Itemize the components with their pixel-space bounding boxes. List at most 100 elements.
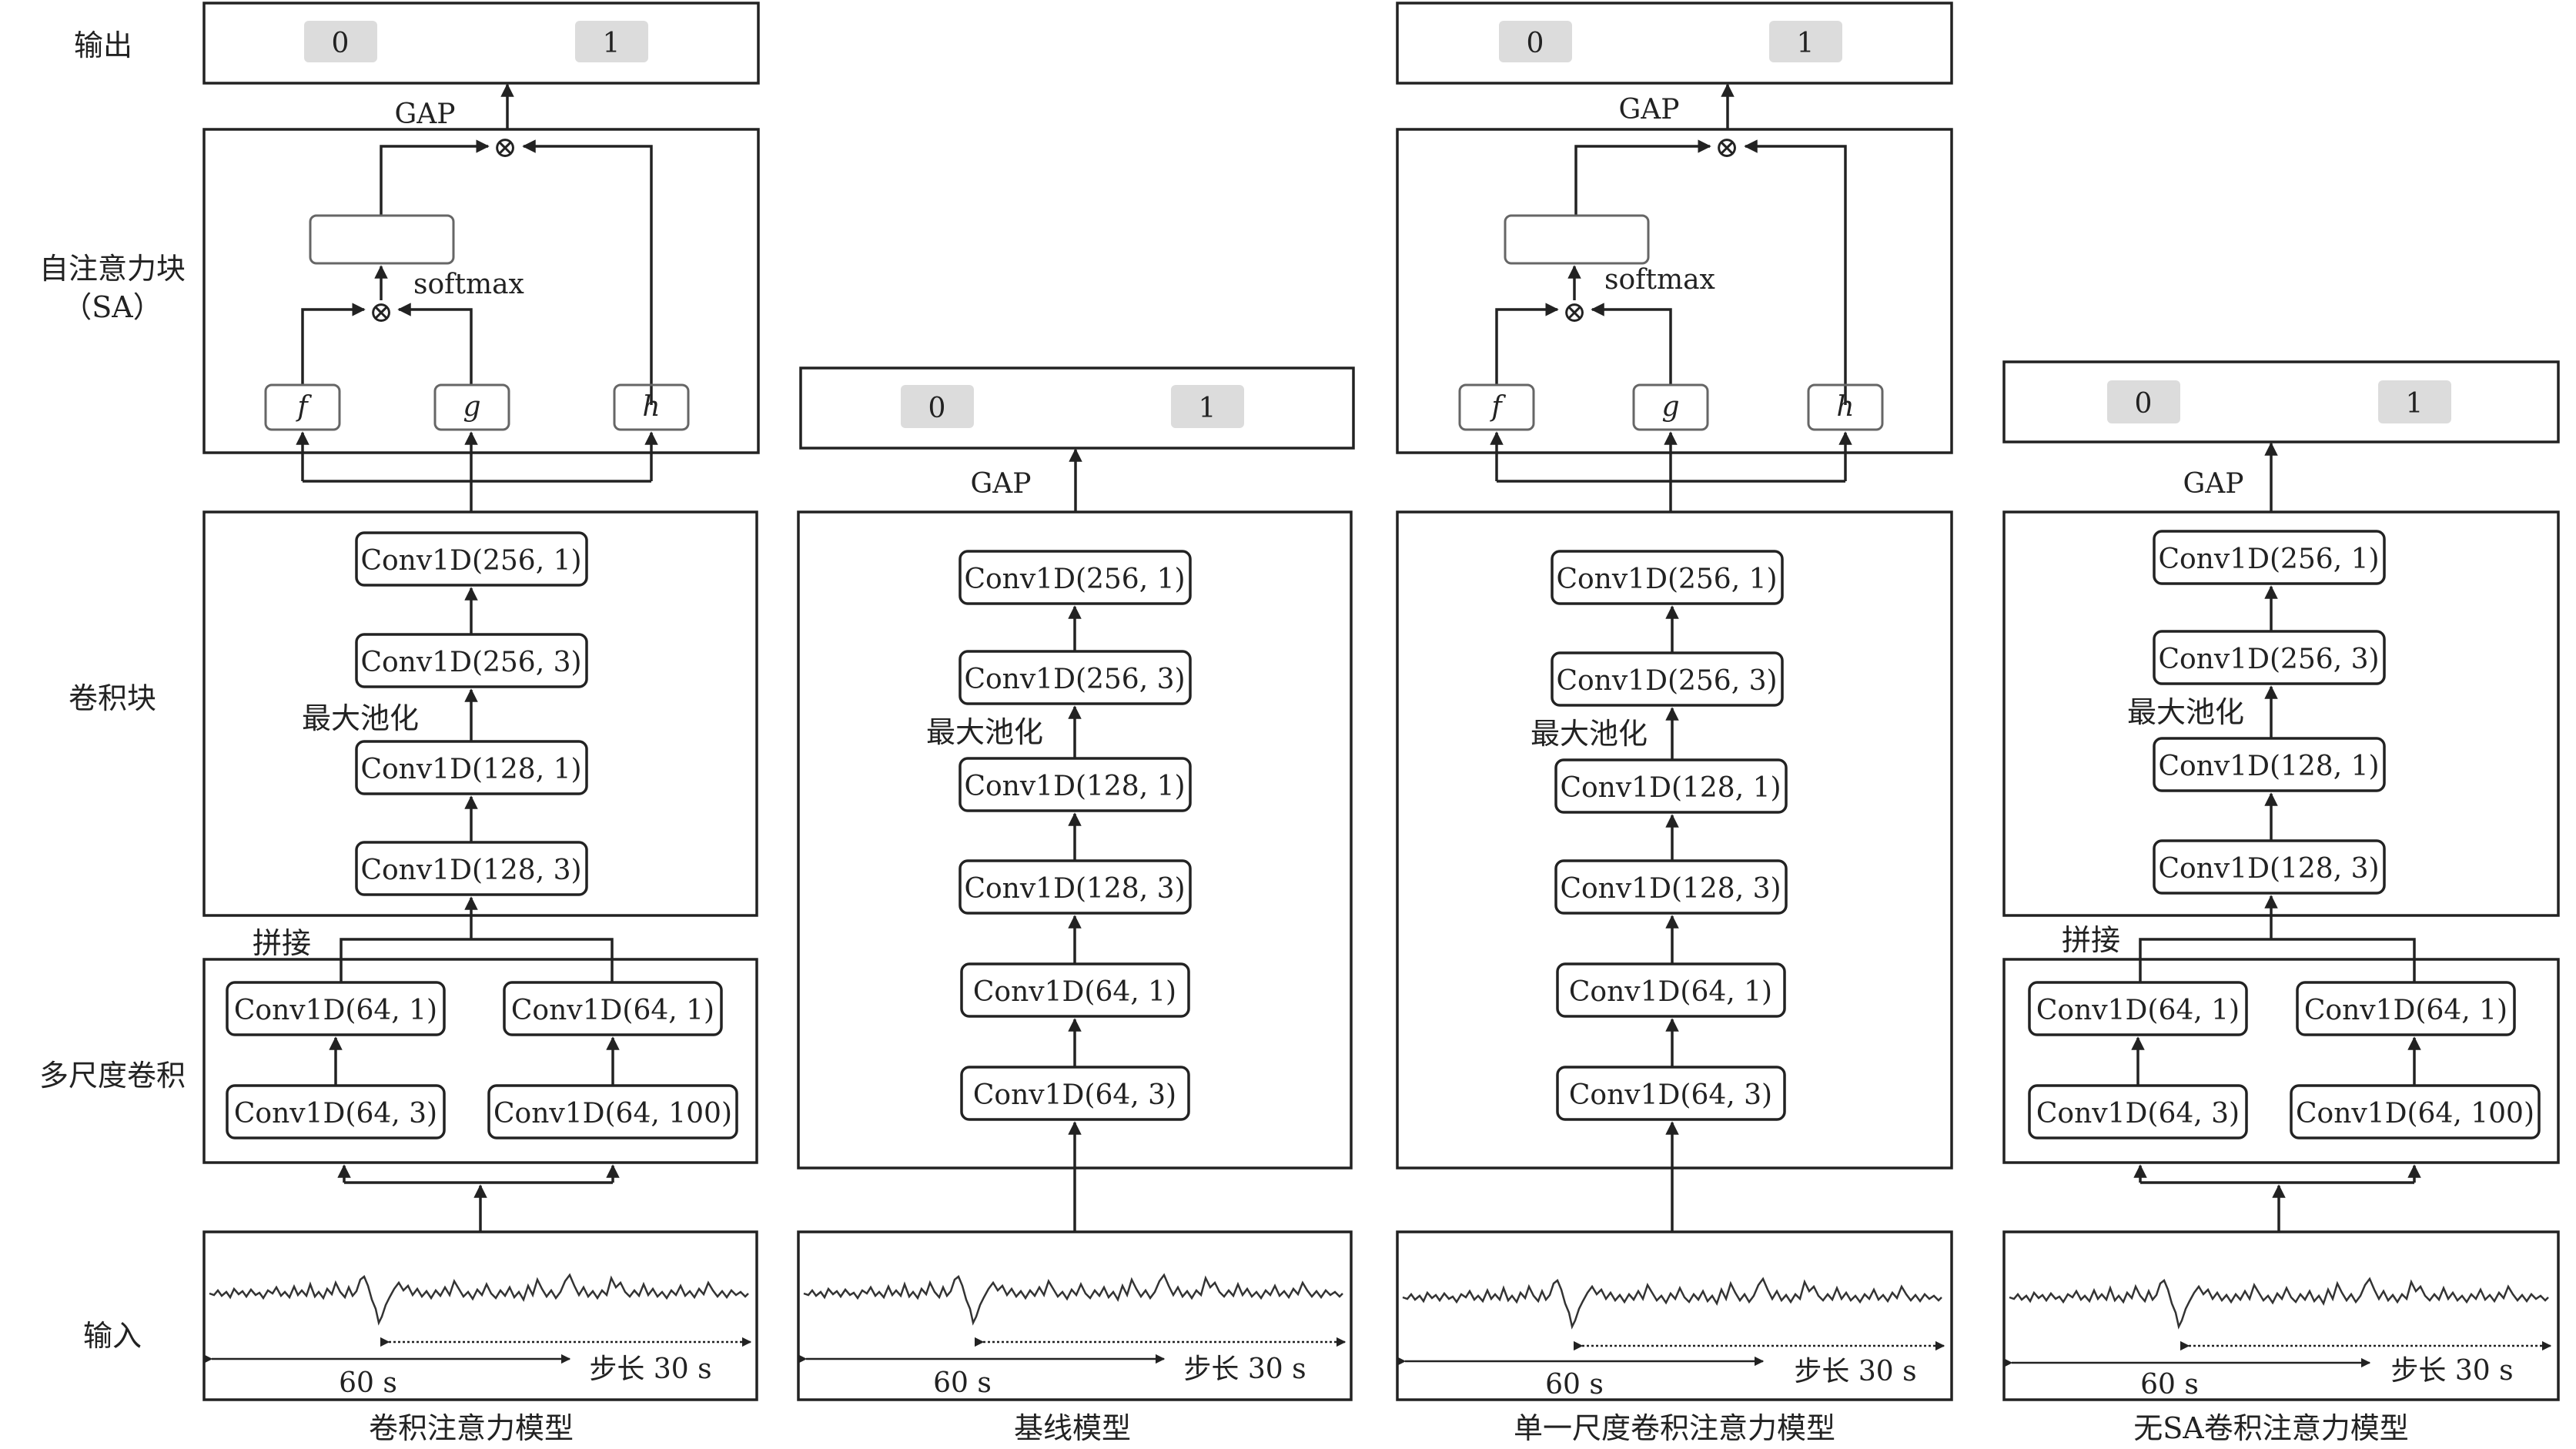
conv-256-1-label: Conv1D(256, 1)	[360, 545, 581, 577]
otimes-top: ⊗	[1715, 130, 1739, 164]
concat-line	[2139, 938, 2416, 982]
input-block	[2002, 1230, 2560, 1401]
output-label-0: 0	[332, 28, 350, 59]
conv-256-1-box	[1551, 550, 1784, 605]
conv-64-1-right-label: Conv1D(64, 1)	[2304, 995, 2507, 1026]
conv-128-1-box	[2153, 737, 2386, 792]
otimes-top: ⊗	[493, 130, 517, 164]
conv-64-1-left-box	[2028, 981, 2248, 1036]
h-label: h	[1836, 391, 1854, 423]
conv-64-100-box	[487, 1084, 738, 1139]
conv-64-1-left-label: Conv1D(64, 1)	[234, 995, 437, 1026]
row-label-sa-line2: （SA）	[62, 290, 162, 324]
window-60s-label: 60 s	[2140, 1369, 2199, 1400]
concat-label: 拼接	[2062, 923, 2120, 957]
sa-block	[1396, 128, 1953, 454]
window-60s-label: 60 s	[933, 1367, 992, 1399]
conv-128-1-label: Conv1D(128, 1)	[360, 754, 581, 785]
conv-128-3-label: Conv1D(128, 3)	[964, 873, 1185, 905]
conv-128-3-label: Conv1D(128, 3)	[2158, 853, 2379, 885]
output-block	[799, 366, 1355, 450]
conv-256-3-box	[2153, 630, 2386, 685]
model-title: 无SA卷积注意力模型	[2133, 1411, 2408, 1445]
output-label-1: 1	[603, 28, 621, 59]
model-baseline: 0 1 GAP Conv1D(256, 1) Conv1D(256, 3) 最大…	[797, 366, 1355, 1445]
gap-label: GAP	[971, 468, 1032, 500]
conv-256-3-box	[958, 650, 1192, 705]
model-title: 单一尺度卷积注意力模型	[1514, 1411, 1835, 1445]
conv-256-3-label: Conv1D(256, 3)	[2158, 644, 2379, 675]
model-title: 卷积注意力模型	[369, 1411, 574, 1445]
conv-128-3-box	[2153, 839, 2386, 895]
model-without-sa: 0 1 GAP Conv1D(256, 1) Conv1D(256, 3) 最大…	[2002, 360, 2560, 1445]
conv-256-1-label: Conv1D(256, 1)	[2158, 544, 2379, 575]
stride-30s-label: 步长 30 s	[1794, 1356, 1916, 1387]
conv-64-1-right-box	[503, 981, 723, 1036]
conv-64-1-box	[960, 962, 1190, 1018]
g-node	[1632, 383, 1709, 431]
output-badge-1	[1171, 385, 1244, 428]
output-badge-0	[304, 21, 377, 62]
g-label: g	[1661, 391, 1679, 423]
eeg-signal	[802, 1273, 1344, 1324]
attention-map-box	[309, 214, 455, 265]
conv-64-100-label: Conv1D(64, 100)	[2296, 1098, 2534, 1129]
h-node	[1807, 383, 1884, 431]
stride-30s-label: 步长 30 s	[589, 1354, 711, 1385]
output-badge-0	[2107, 380, 2180, 423]
model-single-scale-attention: 0 1 GAP ⊗ softmax ⊗ f g h Conv1D(256, 1)…	[1396, 2, 1953, 1445]
line-g-to-otimes	[1591, 303, 1672, 385]
otimes-mid: ⊗	[369, 295, 393, 329]
output-label-1: 1	[2406, 388, 2424, 420]
concat-line	[340, 938, 614, 982]
model-title: 基线模型	[1014, 1411, 1131, 1445]
conv-256-1-box	[2153, 530, 2386, 585]
stride-30s-label: 步长 30 s	[1183, 1354, 1306, 1385]
conv-64-3-label: Conv1D(64, 3)	[973, 1079, 1176, 1111]
row-label-sa-line1: 自注意力块	[39, 252, 186, 286]
row-label-multi: 多尺度卷积	[39, 1059, 186, 1093]
f-label: f	[295, 391, 312, 423]
row-label-output: 输出	[74, 28, 132, 62]
row-label-conv: 卷积块	[69, 681, 156, 715]
conv-256-3-label: Conv1D(256, 3)	[360, 647, 581, 678]
gap-label: GAP	[2183, 468, 2244, 500]
conv-64-1-label: Conv1D(64, 1)	[973, 976, 1176, 1008]
row-label-input: 输入	[83, 1319, 142, 1353]
conv-256-1-label: Conv1D(256, 1)	[1556, 564, 1777, 595]
output-badge-1	[2378, 380, 2451, 423]
gap-label: GAP	[395, 99, 456, 130]
conv-64-3-box	[960, 1066, 1190, 1121]
multiscale-block	[202, 958, 758, 1164]
g-label: g	[463, 391, 480, 423]
conv-128-1-label: Conv1D(128, 1)	[964, 771, 1185, 802]
maxpool-label: 最大池化	[2127, 695, 2244, 729]
conv-256-3-label: Conv1D(256, 3)	[964, 664, 1185, 695]
g-node	[433, 383, 510, 431]
conv-128-1-box	[1554, 758, 1788, 814]
window-60s-label: 60 s	[339, 1367, 397, 1399]
conv-256-1-box	[958, 550, 1192, 605]
line-softmax-to-otimes	[1574, 139, 1711, 216]
output-badge-0	[1499, 21, 1572, 62]
conv-128-3-box	[1554, 859, 1788, 915]
otimes-mid: ⊗	[1562, 295, 1587, 329]
conv-64-3-label: Conv1D(64, 3)	[2036, 1098, 2240, 1129]
conv-128-1-box	[958, 757, 1192, 812]
maxpool-label: 最大池化	[1531, 717, 1648, 751]
maxpool-label: 最大池化	[926, 715, 1043, 749]
conv-128-1-label: Conv1D(128, 1)	[1560, 772, 1781, 804]
softmax-label: softmax	[1604, 264, 1715, 296]
output-block	[202, 2, 760, 85]
conv-64-1-left-box	[226, 981, 446, 1036]
line-h-to-otimes	[1744, 139, 1847, 405]
output-label-0: 0	[2135, 388, 2153, 420]
output-badge-1	[575, 21, 648, 62]
model-convolutional-attention: 0 1 GAP ⊗ softmax ⊗ f g h Conv1D(256, 1)…	[202, 2, 760, 1445]
conv-256-3-label: Conv1D(256, 3)	[1556, 665, 1777, 697]
line-f-to-otimes	[1495, 303, 1559, 385]
conv-128-3-label: Conv1D(128, 3)	[1560, 873, 1781, 905]
maxpool-label: 最大池化	[302, 701, 419, 735]
h-label: h	[642, 391, 660, 423]
conv-64-1-right-box	[2296, 981, 2516, 1036]
